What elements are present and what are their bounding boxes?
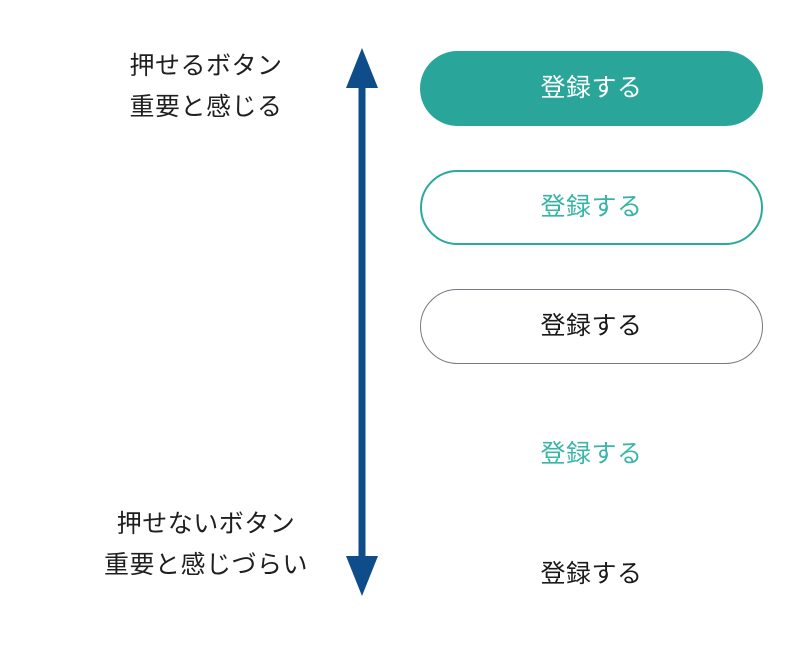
arrow-shaft bbox=[358, 82, 366, 562]
register-button-outline-teal[interactable]: 登録する bbox=[420, 170, 763, 245]
register-link-teal[interactable]: 登録する bbox=[420, 434, 763, 474]
register-text-plain-label: 登録する bbox=[540, 559, 643, 588]
register-button-outline-grey-label: 登録する bbox=[540, 312, 643, 340]
axis-label-bottom-line1: 押せないボタン bbox=[116, 510, 296, 538]
axis-label-top-line1: 押せるボタン bbox=[129, 52, 283, 80]
arrowhead-up-icon bbox=[346, 48, 378, 88]
register-text-plain[interactable]: 登録する bbox=[420, 554, 763, 594]
register-button-outline-grey[interactable]: 登録する bbox=[420, 289, 763, 364]
register-button-outline-teal-label: 登録する bbox=[540, 193, 643, 221]
axis-label-top-line2: 重要と感じる bbox=[129, 93, 283, 121]
button-variant-column: 登録する 登録する 登録する 登録する 登録する bbox=[420, 46, 763, 602]
register-button-filled[interactable]: 登録する bbox=[420, 51, 763, 126]
arrowhead-down-icon bbox=[346, 556, 378, 596]
axis-label-top: 押せるボタン 重要と感じる bbox=[56, 46, 356, 128]
vertical-double-arrow-icon bbox=[333, 46, 391, 598]
register-link-teal-label: 登録する bbox=[540, 439, 643, 468]
axis-label-bottom-line2: 重要と感じづらい bbox=[103, 551, 308, 579]
axis-label-bottom: 押せないボタン 重要と感じづらい bbox=[56, 504, 356, 586]
register-button-filled-label: 登録する bbox=[540, 74, 643, 102]
